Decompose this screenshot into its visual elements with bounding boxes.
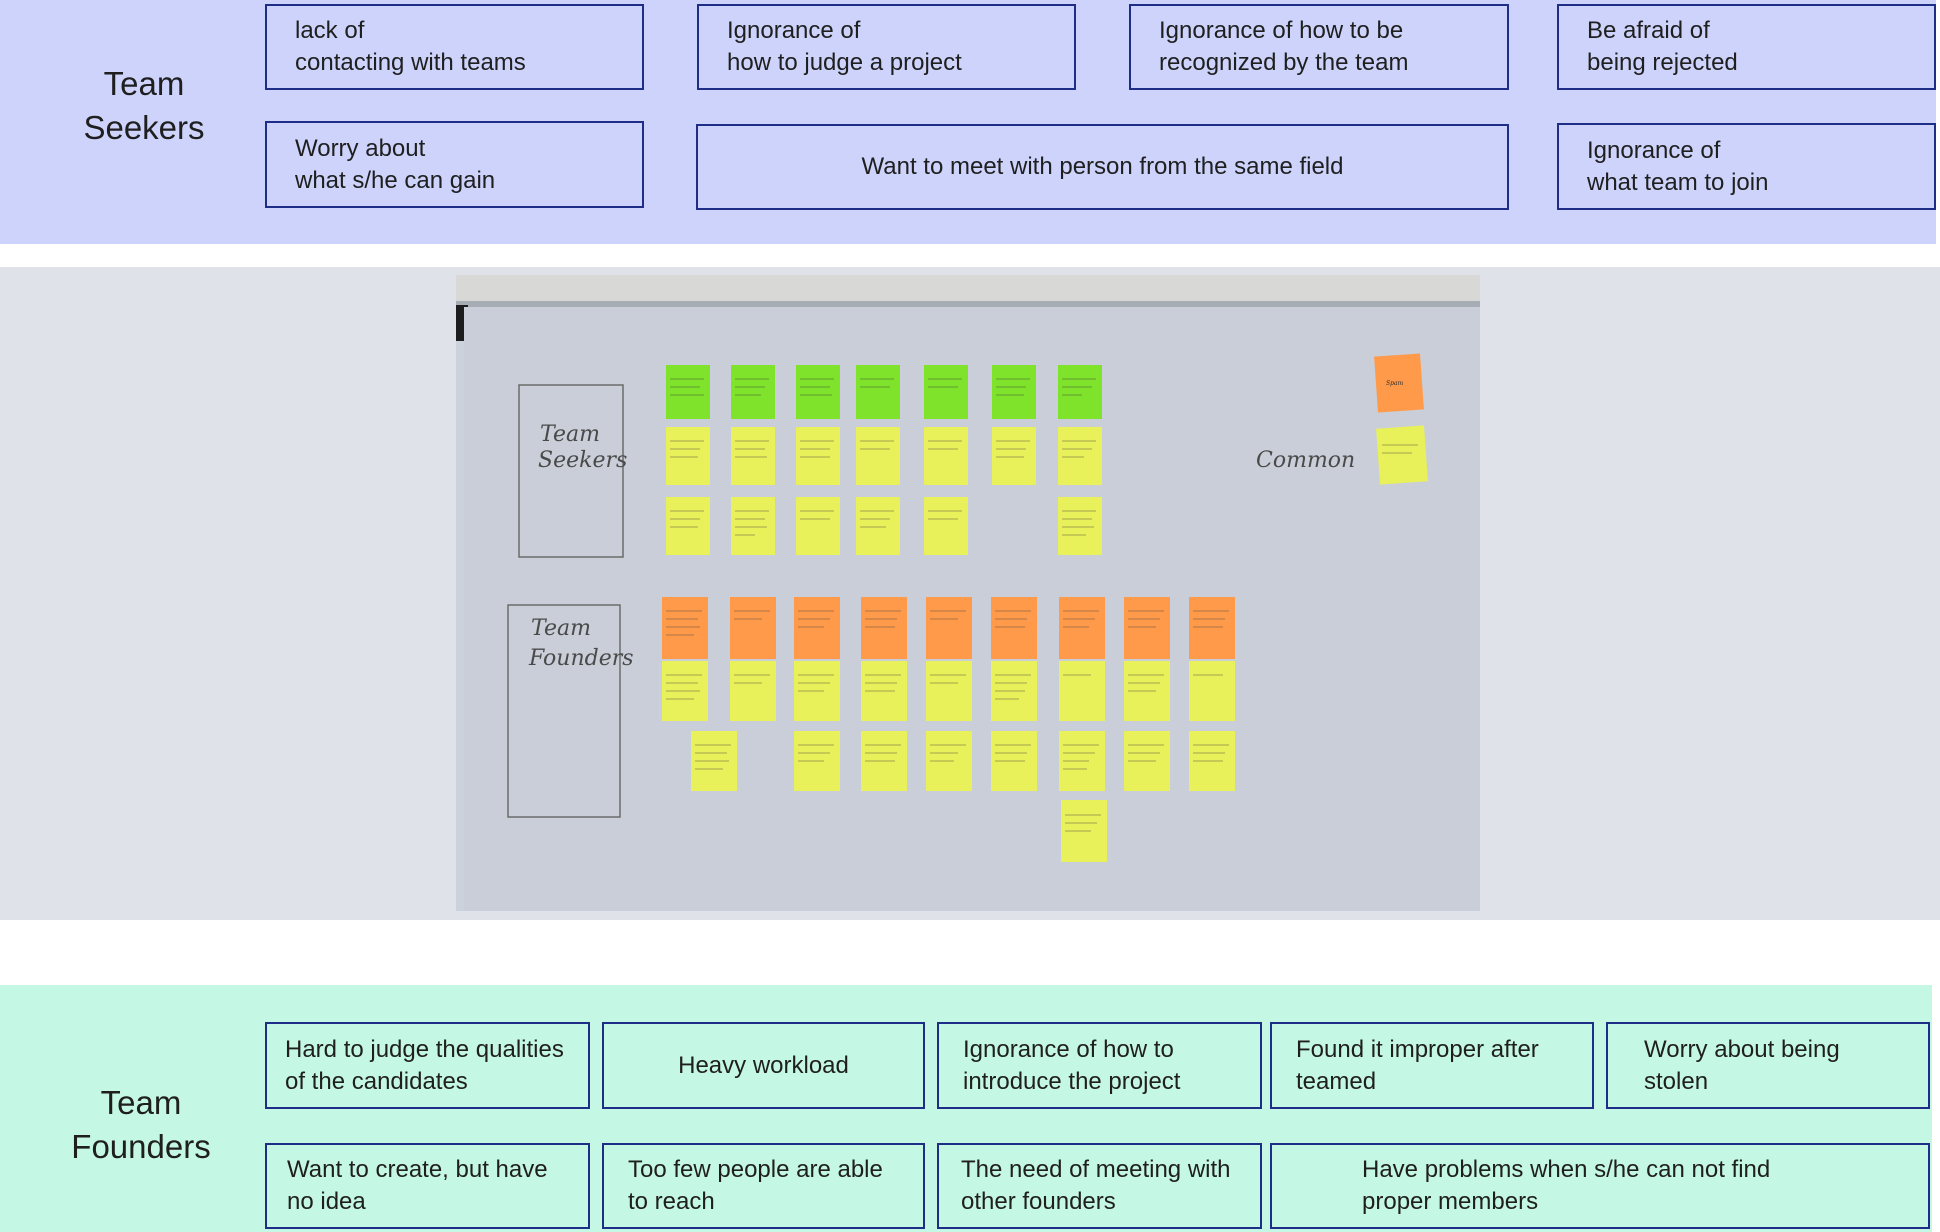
founders-card-meeting-founders: The need of meeting with other founders [937, 1143, 1262, 1229]
whiteboard-illustration: Team Seekers Team Founders Common [456, 275, 1480, 911]
founders-card-introduce-project: Ignorance of how to introduce the projec… [937, 1022, 1262, 1109]
sticky-notes-seekers [666, 365, 1102, 555]
seekers-card-recognized: Ignorance of how to be recognized by the… [1129, 4, 1509, 90]
board-label-common: Common [1256, 448, 1355, 473]
spam-note-text: Spam [1386, 380, 1404, 387]
seekers-card-team-to-join: Ignorance of what team to join [1557, 123, 1936, 210]
seekers-card-rejected: Be afraid of being rejected [1557, 4, 1936, 90]
founders-card-improper-after-teamed: Found it improper after teamed [1270, 1022, 1594, 1109]
team-seekers-title: Team Seekers [83, 65, 205, 146]
board-label-founders-2: Founders [528, 646, 634, 671]
seekers-card-judge-project: Ignorance of how to judge a project [697, 4, 1076, 90]
founders-card-proper-members: Have problems when s/he can not find pro… [1270, 1143, 1930, 1229]
board-label-seekers-2: Seekers [538, 448, 627, 473]
founders-card-being-stolen: Worry about being stolen [1606, 1022, 1930, 1109]
handwriting-scribbles [666, 378, 1418, 832]
founders-card-judge-candidates: Hard to judge the qualities of the candi… [265, 1022, 590, 1109]
whiteboard-photo: Team Seekers Team Founders Common [456, 275, 1480, 911]
board-label-founders-1: Team [531, 616, 591, 641]
team-founders-title: Team Founders [71, 1084, 211, 1165]
seekers-card-contacting-teams: lack of contacting with teams [265, 4, 644, 90]
seekers-card-same-field: Want to meet with person from the same f… [696, 124, 1509, 210]
founders-card-few-people: Too few people are able to reach [602, 1143, 925, 1229]
board-label-seekers-1: Team [540, 422, 600, 447]
seekers-card-gain: Worry about what s/he can gain [265, 121, 644, 208]
sticky-notes-common: Spam [1374, 353, 1428, 485]
founders-card-no-idea: Want to create, but have no idea [265, 1143, 590, 1229]
founders-card-heavy-workload: Heavy workload [602, 1022, 925, 1109]
